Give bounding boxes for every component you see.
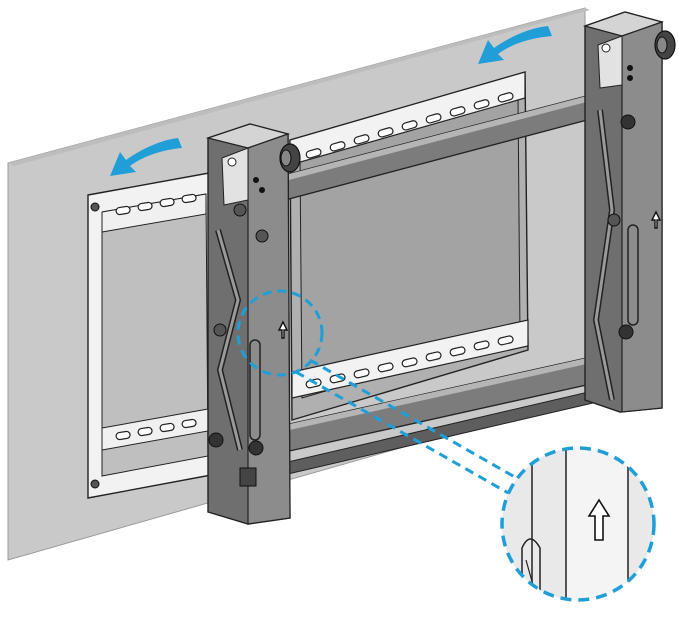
up-arrow-icon [587,498,611,541]
left-arm-up-arrow [277,320,289,339]
curved-arrow-left-icon [110,138,182,176]
callout-leader-line [295,358,521,496]
top-slots-right [305,92,514,159]
left-wall-plate [87,170,223,499]
right-mount-arm [582,11,676,413]
bottom-slots-left [115,418,197,441]
right-arm-up-arrow [650,210,662,229]
callout-magnified-view [500,446,656,602]
top-slots-left [115,193,197,216]
left-mount-arm [205,123,301,525]
right-knob [654,30,676,60]
detail-marker-circle [236,289,324,377]
mount-frame-bars [274,81,646,478]
curved-arrow-left-icon [478,26,552,64]
left-knob [279,143,301,173]
